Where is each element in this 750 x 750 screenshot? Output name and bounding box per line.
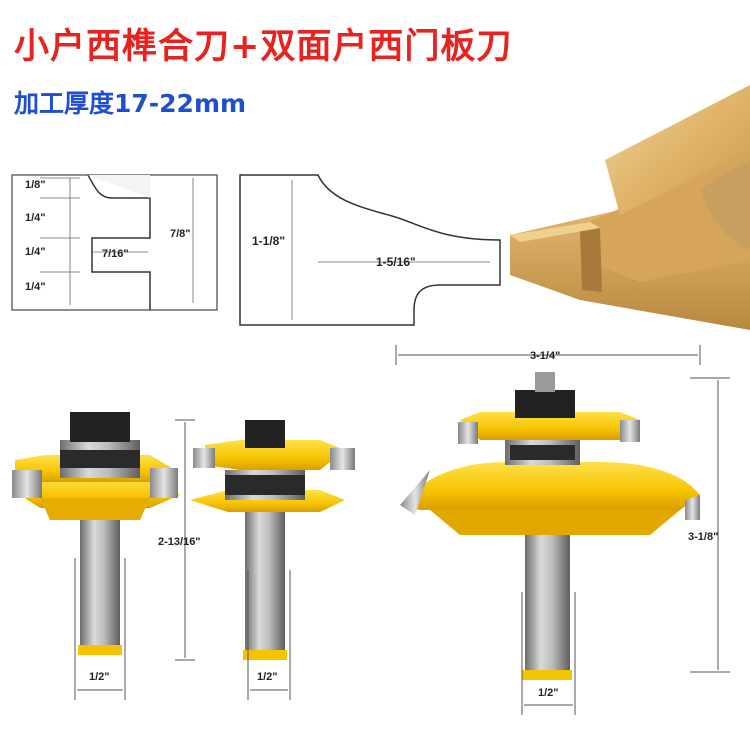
wood-frame-image [510,85,750,330]
left-profile-diagram: 1/8" 1/4" 1/4" 1/4" 7/16" 7/8" [11,174,218,311]
dim-1-4-c: 1/4" [25,281,46,293]
bit1-shank-label: 1/2" [89,671,110,683]
bit3-dimension-lines: 3-1/4" 3-1/8" [395,345,730,673]
bit3-shank-label: 1/2" [538,687,559,699]
dim-2-13-16: 2-13/16" [158,536,201,548]
dim-1-5-16: 1-5/16" [376,255,416,269]
dim-1-8: 1/8" [25,179,46,191]
product-title: 小户西榫合刀+双面户西门板刀 [14,27,513,67]
dim-1-4-b: 1/4" [25,246,46,258]
dim-3-1-8: 3-1/8" [688,531,718,543]
bit2-shank-label: 1/2" [257,671,278,683]
right-profile-diagram: 1-1/8" 1-5/16" [239,174,501,326]
router-bit-3: 1/2" [400,372,700,715]
dim-7-8: 7/8" [170,228,191,240]
router-bit-1: 1/2" [12,412,180,700]
dim-3-1-4: 3-1/4" [530,350,560,362]
dim-7-16: 7/16" [102,248,129,260]
thickness-subtitle: 加工厚度17-22mm [14,89,247,118]
router-bit-2: 2-13/16" 1/2" [158,419,355,700]
dim-1-1-8: 1-1/8" [252,234,285,248]
dim-1-4-a: 1/4" [25,212,46,224]
